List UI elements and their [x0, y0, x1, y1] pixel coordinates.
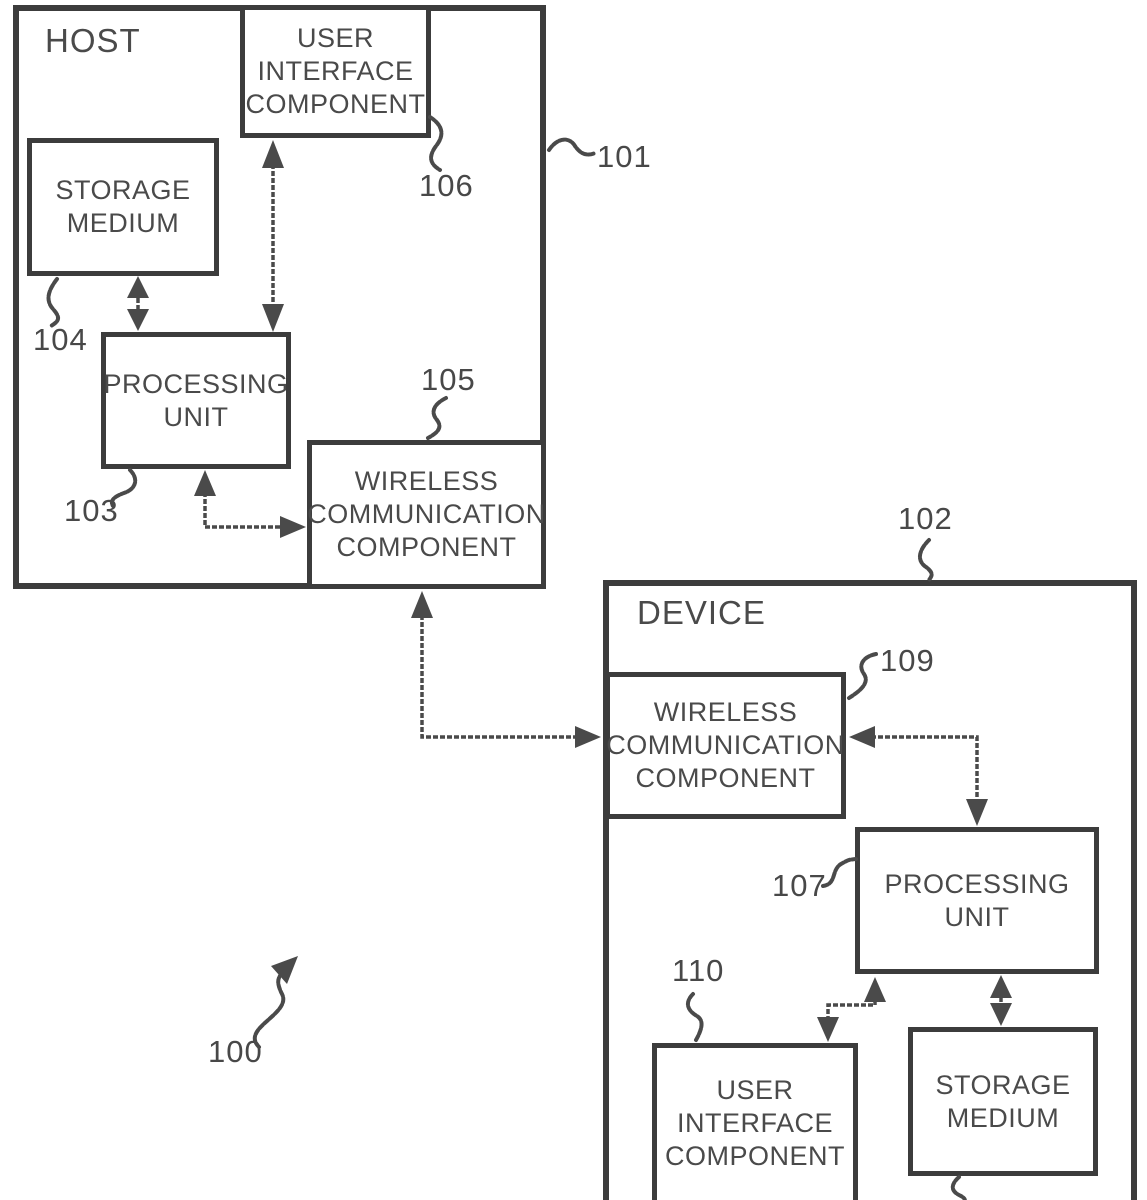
- device-processing-unit-box: PROCESSING UNIT: [855, 827, 1099, 974]
- device-storage-medium-box: STORAGE MEDIUM: [908, 1027, 1098, 1176]
- ref-110: 110: [672, 953, 725, 988]
- leader-102: [918, 538, 934, 582]
- device-box: [603, 580, 1137, 1200]
- host-user-interface-component-label: USER INTERFACE COMPONENT: [245, 23, 426, 119]
- ref-101: 101: [597, 139, 652, 174]
- host-processing-unit-box: PROCESSING UNIT: [101, 332, 291, 469]
- device-wireless-communication-component-box: WIRELESS COMMUNICATION COMPONENT: [605, 672, 846, 819]
- device-processing-unit-label: PROCESSING UNIT: [884, 868, 1070, 932]
- ref-107: 107: [772, 868, 827, 903]
- host-storage-medium-label: STORAGE MEDIUM: [55, 175, 191, 238]
- host-storage-medium-box: STORAGE MEDIUM: [27, 138, 219, 276]
- arrow-host-device-wireless-link: [411, 591, 601, 748]
- ref-104: 104: [33, 322, 88, 357]
- ref-106: 106: [419, 168, 474, 203]
- ref-105: 105: [421, 362, 476, 397]
- ref-100: 100: [208, 1034, 263, 1069]
- ref-102: 102: [898, 501, 953, 536]
- host-wireless-communication-component-label: WIRELESS COMMUNICATION COMPONENT: [307, 466, 546, 562]
- host-title: HOST: [45, 22, 141, 59]
- device-title: DEVICE: [637, 594, 766, 631]
- host-processing-unit-label: PROCESSING UNIT: [103, 368, 289, 432]
- device-user-interface-component-label: USER INTERFACE COMPONENT: [665, 1075, 845, 1171]
- device-storage-medium-label: STORAGE MEDIUM: [935, 1069, 1071, 1133]
- ref-109: 109: [880, 643, 935, 678]
- leader-101: [547, 137, 597, 157]
- ref-103: 103: [64, 493, 119, 528]
- device-user-interface-component-box: USER INTERFACE COMPONENT: [652, 1043, 858, 1200]
- device-wireless-communication-component-label: WIRELESS COMMUNICATION COMPONENT: [606, 697, 845, 793]
- host-user-interface-component-box: USER INTERFACE COMPONENT: [240, 5, 431, 138]
- host-wireless-communication-component-box: WIRELESS COMMUNICATION COMPONENT: [307, 440, 546, 589]
